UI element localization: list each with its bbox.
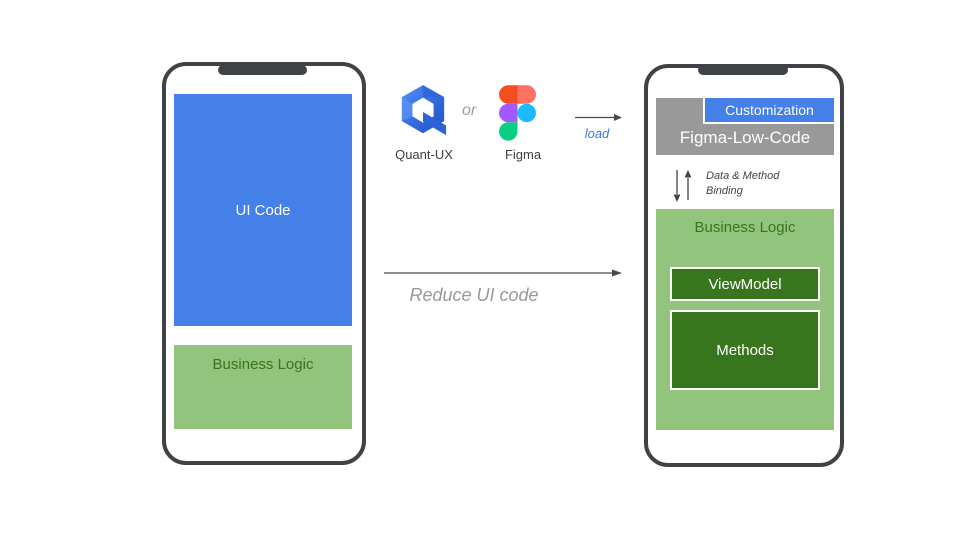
figma-label: Figma [504,147,542,162]
methods-box: Methods [670,310,820,390]
business-logic-label-right: Business Logic [694,219,796,236]
business-logic-box-right: Business Logic ViewModel Methods [656,209,834,430]
phone-notch [698,65,788,75]
binding-label: Data & Method Binding [706,170,780,197]
business-logic-label-left: Business Logic [212,356,314,373]
ui-code-label: UI Code [235,201,291,219]
methods-label: Methods [716,341,774,359]
reduce-arrow-icon [384,269,622,277]
or-label: or [462,102,477,119]
business-logic-box-left: Business Logic [174,345,352,429]
quantux-logo-icon [401,85,447,136]
customization-label: Customization [725,102,814,118]
right-phone-frame: Figma-Low-Code Customization Data & Meth… [644,64,844,467]
customization-box: Customization [703,96,836,124]
quantux-label: Quant-UX [395,147,453,162]
figma-logo-icon [499,85,536,141]
viewmodel-box: ViewModel [670,267,820,301]
load-label: load [584,126,610,141]
phone-notch [218,65,307,75]
load-arrow-icon [575,114,622,121]
binding-arrows-icon [673,170,692,202]
left-phone-frame: UI Code Business Logic [162,62,366,465]
figma-low-code-label: Figma-Low-Code [679,128,811,147]
ui-code-box: UI Code [174,94,352,326]
reduce-ui-code-label: Reduce UI code [409,285,539,305]
viewmodel-label: ViewModel [708,275,782,293]
